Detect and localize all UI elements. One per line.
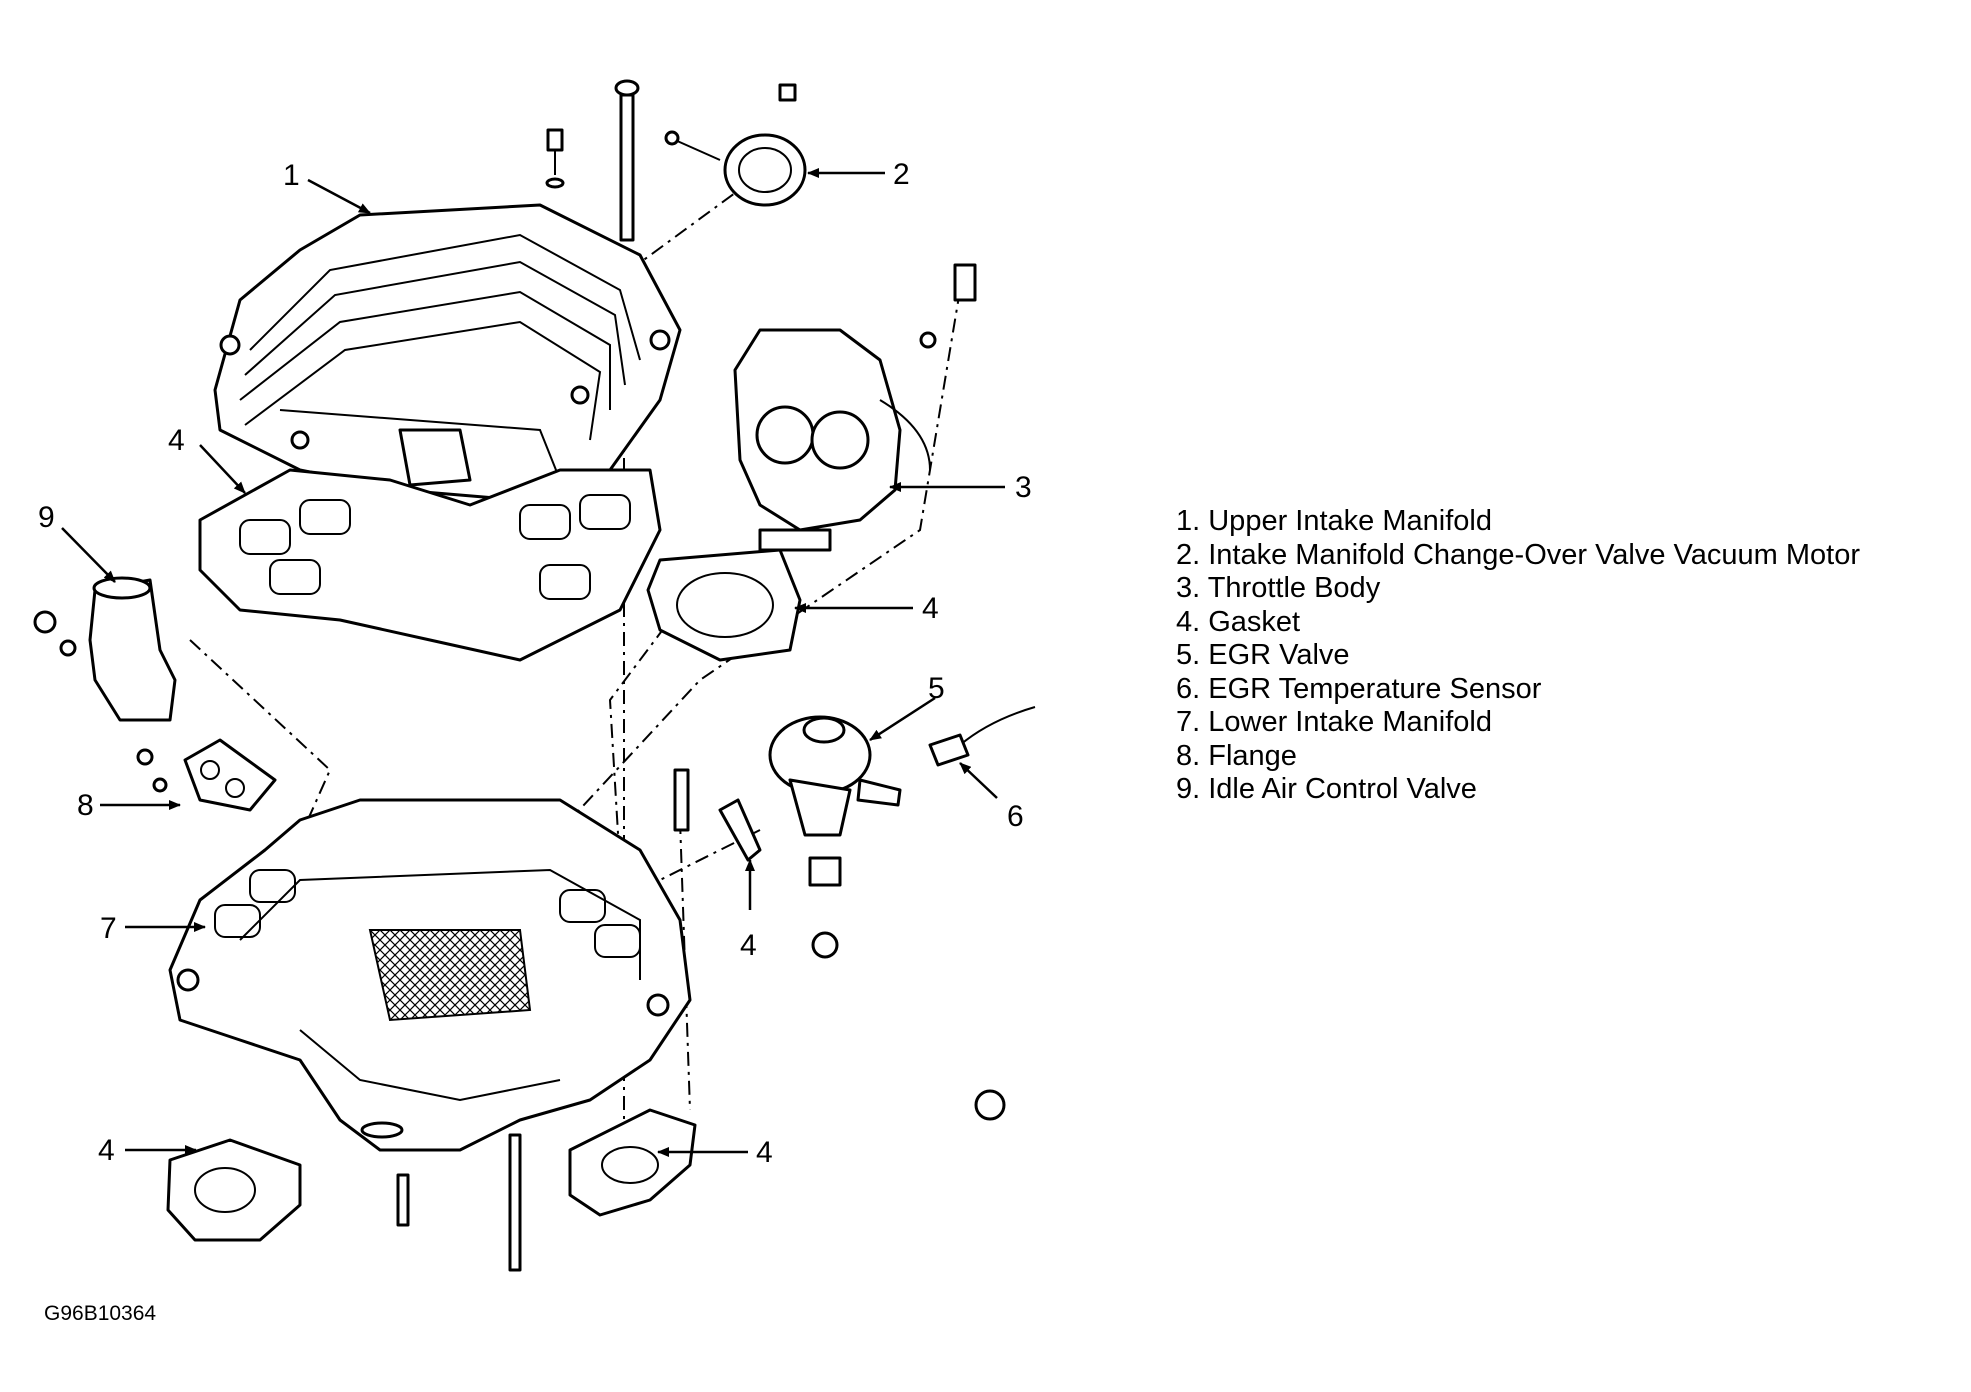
legend-item: 1. Upper Intake Manifold [1176, 505, 1492, 537]
egr-temperature-sensor [928, 706, 1036, 767]
legend-item: 8. Flange [1176, 739, 1297, 772]
legend-item: 3. Throttle Body [1176, 572, 1381, 604]
callout-leaders [61, 168, 1005, 1157]
legend-item: 4. Gasket [1176, 605, 1301, 638]
lower-left-gasket [166, 1138, 302, 1242]
callout-4-upper-gasket: 4 [168, 424, 185, 457]
callout-9: 9 [38, 501, 55, 534]
flange [136, 738, 277, 812]
vacuum-motor [664, 83, 807, 207]
legend-item: 9. Idle Air Control Valve [1176, 773, 1477, 805]
figure-code: G96B10364 [44, 1302, 157, 1325]
callout-4-lower-right-gasket: 4 [756, 1136, 773, 1169]
callout-8: 8 [77, 789, 94, 822]
lower-intake-manifold [168, 798, 692, 1152]
callout-5: 5 [928, 672, 945, 705]
callout-1: 1 [283, 159, 300, 192]
callout-2: 2 [893, 158, 910, 191]
legend-item: 6. EGR Temperature Sensor [1176, 672, 1542, 705]
callout-4-lower-left-gasket: 4 [98, 1134, 115, 1167]
long-stud-bolt [614, 79, 640, 242]
callout-4-egr-gasket: 4 [740, 929, 757, 962]
legend-item: 2. Intake Manifold Change-Over Valve Vac… [1176, 538, 1860, 571]
parts-legend: 1. Upper Intake Manifold 2. Intake Manif… [1176, 505, 1860, 807]
idle-air-control-valve [33, 576, 177, 722]
egr-valve [768, 715, 902, 887]
legend-item: 5. EGR Valve [1176, 639, 1350, 671]
egr-tube [811, 931, 1006, 1121]
callout-6: 6 [1007, 800, 1024, 833]
throttle-body [733, 263, 977, 552]
callout-3: 3 [1015, 471, 1032, 504]
egr-gasket [718, 798, 762, 862]
manifold-bolt [545, 128, 565, 189]
lower-right-gasket [568, 1108, 697, 1217]
lower-bolts [396, 768, 690, 1272]
legend-item: 7. Lower Intake Manifold [1176, 706, 1492, 738]
throttle-body-gasket [646, 548, 802, 662]
callout-4-throttle-gasket: 4 [922, 592, 939, 625]
callout-7: 7 [100, 912, 117, 945]
callout-numbers: 1 2 3 4 4 4 4 4 5 6 7 8 9 [38, 158, 1032, 1169]
upper-manifold-gasket [198, 468, 662, 662]
upper-intake-manifold [213, 203, 682, 502]
